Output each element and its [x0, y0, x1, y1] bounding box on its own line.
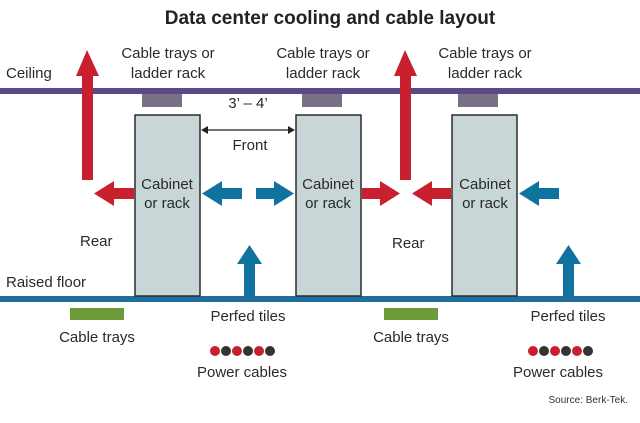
ceiling-cable-tray	[142, 94, 182, 107]
cold-air-left-arrow-icon	[202, 181, 242, 206]
cabinet-label: Cabinet	[141, 176, 194, 193]
ceiling-cable-tray	[458, 94, 498, 107]
perfed-tiles-label: Perfed tiles	[210, 308, 285, 325]
spacing-label: 3’ – 4’	[228, 95, 267, 112]
dimension-arrow-left-icon	[201, 126, 208, 134]
cabinet-label: Cabinet	[302, 176, 355, 193]
hot-air-left-arrow-icon	[412, 181, 451, 206]
cable-tray-label: Cable trays or	[276, 45, 369, 62]
cabinet	[134, 114, 201, 297]
cable-tray-label: ladder rack	[448, 65, 523, 82]
under-floor-cable-tray	[70, 308, 124, 320]
power-cables-icon	[210, 346, 275, 356]
front-label: Front	[232, 137, 268, 154]
under-floor-cable-tray	[384, 308, 438, 320]
source-credit: Source: Berk-Tek.	[549, 395, 628, 406]
dimension-arrow-right-icon	[288, 126, 295, 134]
hot-air-left-arrow-icon	[94, 181, 134, 206]
cable-tray-label: ladder rack	[131, 65, 206, 82]
cabinet-label: or rack	[305, 195, 351, 212]
rear-label: Rear	[80, 233, 113, 250]
cabinet-label: or rack	[144, 195, 190, 212]
ceiling-line	[0, 88, 640, 94]
cold-air-right-arrow-icon	[256, 181, 294, 206]
cold-air-up-arrow-icon	[237, 245, 262, 296]
raised-floor-line	[0, 296, 640, 302]
hot-air-right-arrow-icon	[362, 181, 400, 206]
cable-tray-label: ladder rack	[286, 65, 361, 82]
cable-tray-label: Cable trays or	[121, 45, 214, 62]
cable-trays-label: Cable trays	[373, 329, 449, 346]
cabinet-label: or rack	[462, 195, 508, 212]
cable-trays-label: Cable trays	[59, 329, 135, 346]
cable-tray-label: Cable trays or	[438, 45, 531, 62]
power-cables-label: Power cables	[513, 364, 603, 381]
cabinet-label: Cabinet	[459, 176, 512, 193]
power-cables-icon	[528, 346, 593, 356]
ceiling-cable-tray	[302, 94, 342, 107]
perfed-tiles-label: Perfed tiles	[530, 308, 605, 325]
cold-air-left-arrow-icon	[519, 181, 559, 206]
ceiling-label: Ceiling	[6, 65, 52, 82]
power-cables-label: Power cables	[197, 364, 287, 381]
raised-floor-label: Raised floor	[6, 274, 86, 291]
diagram-title: Data center cooling and cable layout	[165, 8, 496, 29]
hot-air-up-arrow-icon	[394, 50, 417, 180]
cabinet	[451, 114, 518, 297]
hot-air-up-arrow-icon	[76, 50, 99, 180]
cold-air-up-arrow-icon	[556, 245, 581, 296]
rear-label: Rear	[392, 235, 425, 252]
cabinet	[295, 114, 362, 297]
